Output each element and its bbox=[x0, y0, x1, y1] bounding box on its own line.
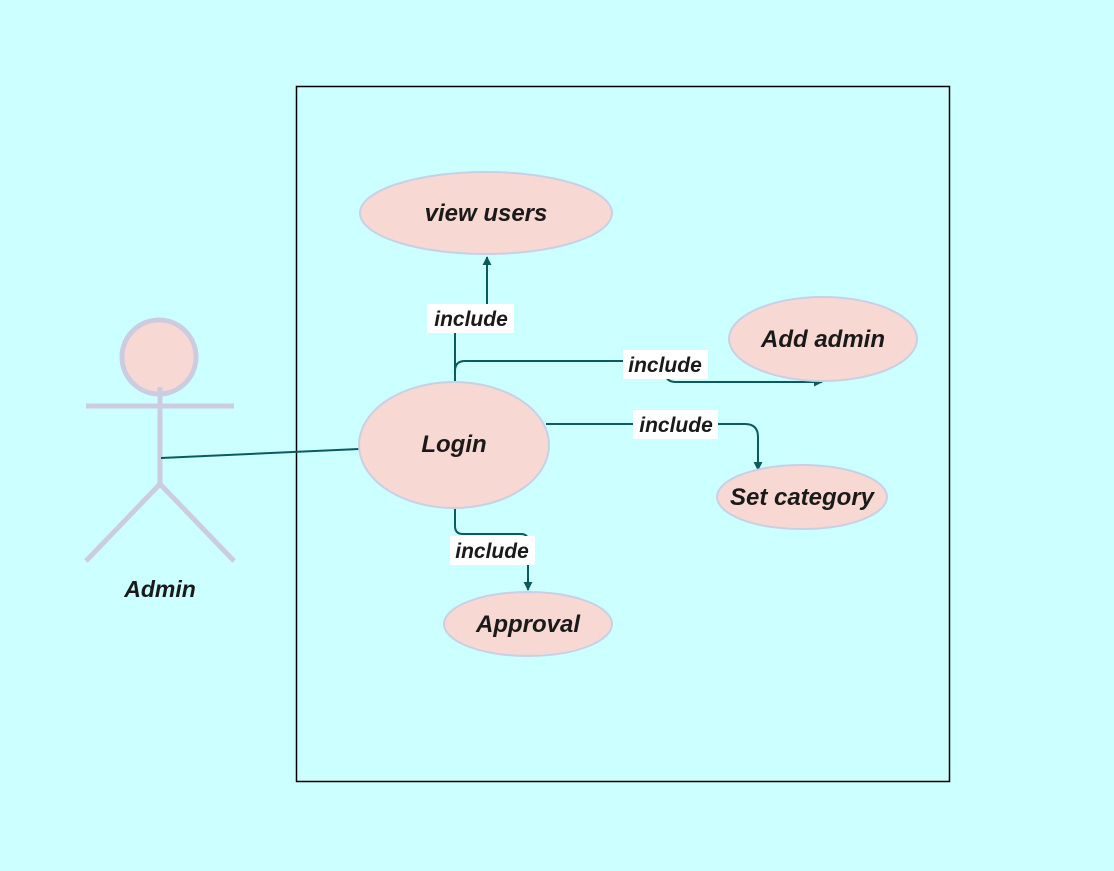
include-label-approval-bg bbox=[450, 536, 535, 565]
use-case-add-admin[interactable]: Add admin bbox=[728, 296, 918, 382]
system-boundary bbox=[295, 85, 951, 783]
actor-head bbox=[119, 317, 199, 397]
use-case-login-shape bbox=[358, 381, 550, 509]
include-label-add-admin: include bbox=[628, 354, 702, 377]
include-connector-set-category bbox=[546, 423, 763, 471]
include-label-set-category: include bbox=[639, 414, 713, 437]
use-case-login-label: Login bbox=[421, 431, 486, 458]
actor-admin[interactable]: Admin bbox=[84, 317, 236, 602]
include-label-add-admin-bg bbox=[623, 350, 708, 379]
include-label-view-users: include bbox=[434, 308, 508, 331]
use-case-view-users[interactable]: view users bbox=[359, 171, 613, 255]
use-case-set-category-label: Set category bbox=[730, 484, 876, 511]
use-case-add-admin-label: Add admin bbox=[760, 326, 885, 353]
include-label-approval: include bbox=[455, 540, 529, 563]
use-case-approval[interactable]: Approval bbox=[443, 591, 613, 657]
actor-label: Admin bbox=[123, 576, 196, 602]
include-label-set-category-bg bbox=[633, 410, 718, 439]
use-case-set-category-shape bbox=[716, 464, 888, 530]
use-case-add-admin-shape bbox=[728, 296, 918, 382]
association-admin-login bbox=[160, 448, 360, 459]
actor-right-leg bbox=[158, 482, 236, 563]
include-label-view-users-bg bbox=[427, 304, 514, 333]
use-case-view-users-shape bbox=[359, 171, 613, 255]
use-case-login[interactable]: Login bbox=[358, 381, 550, 509]
use-case-approval-shape bbox=[443, 591, 613, 657]
use-case-set-category[interactable]: Set category bbox=[716, 464, 888, 530]
actor-left-leg bbox=[84, 482, 162, 563]
use-case-view-users-label: view users bbox=[425, 200, 548, 227]
use-case-approval-label: Approval bbox=[475, 611, 581, 638]
